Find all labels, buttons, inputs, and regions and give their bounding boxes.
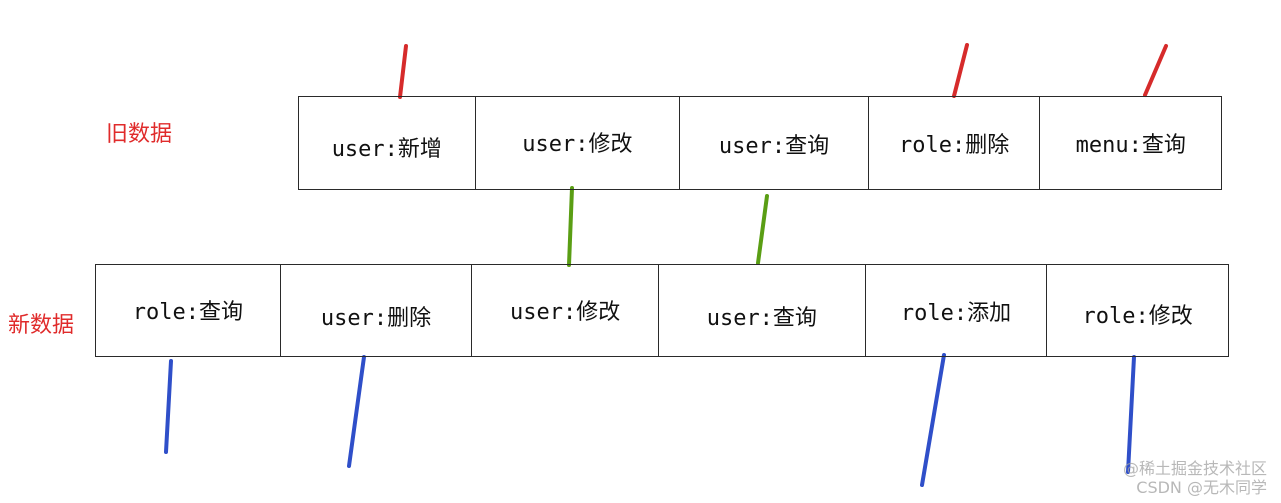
removed-mark-line <box>1143 44 1168 97</box>
new-data-cell: user:删除 <box>281 265 473 356</box>
new-data-row: role:查询 user:删除 user:修改 user:查询 role:添加 … <box>95 264 1229 357</box>
new-data-label: 新数据 <box>8 313 75 338</box>
added-mark-line <box>920 353 946 487</box>
old-data-cell: user:新增 <box>299 97 476 189</box>
added-mark-line <box>164 359 173 454</box>
new-data-cell: role:修改 <box>1082 303 1193 329</box>
added-mark-line <box>347 355 366 468</box>
old-data-cell: user:修改 <box>476 97 681 189</box>
old-data-label: 旧数据 <box>106 122 173 147</box>
kept-link-line <box>567 186 574 267</box>
added-mark-line <box>1126 355 1136 474</box>
old-data-row: user:新增 user:修改 user:查询 role:删除 menu:查询 <box>298 96 1222 190</box>
new-data-cell: user:查询 <box>659 265 866 356</box>
old-data-cell: role:删除 <box>869 97 1041 189</box>
removed-mark-line <box>952 43 969 98</box>
watermark-line: @稀土掘金技术社区 <box>1122 459 1267 478</box>
kept-link-line <box>756 194 769 265</box>
watermark-line: CSDN @无木同学 <box>1136 478 1267 497</box>
removed-mark-line <box>398 44 408 99</box>
old-data-cell: user:查询 <box>680 97 869 189</box>
old-data-cell: menu:查询 <box>1075 133 1186 158</box>
new-data-cell: user:修改 <box>472 265 659 356</box>
new-data-cell: role:添加 <box>866 265 1048 356</box>
new-data-cell: role:查询 <box>96 265 281 356</box>
watermark: @稀土掘金技术社区 CSDN @无木同学 <box>1123 459 1267 497</box>
